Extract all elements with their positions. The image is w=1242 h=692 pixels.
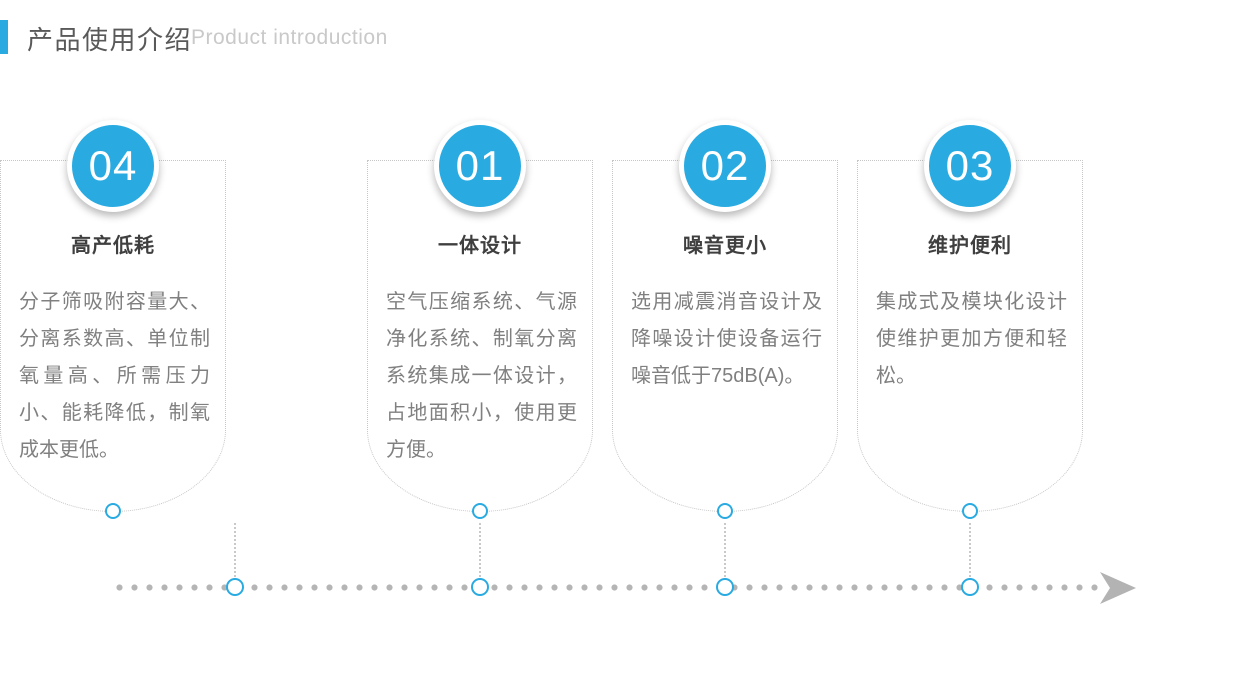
card-anchor-dot: [105, 503, 121, 519]
step-number: 02: [700, 142, 750, 189]
card-body: 分子筛吸附容量大、分离系数高、单位制氧量高、所需压力小、能耗降低，制氧成本更低。: [19, 291, 210, 461]
card-anchor-dot: [717, 503, 733, 519]
connector-line: [724, 523, 726, 577]
card-body: 集成式及模块化设计使维护更加方便和轻松。: [876, 291, 1067, 387]
timeline-node: [716, 578, 734, 596]
timeline-node: [471, 578, 489, 596]
page-subtitle: Product introduction: [191, 26, 388, 49]
page-title: 产品使用介绍: [27, 25, 193, 55]
card-body: 空气压缩系统、气源净化系统、制氧分离系统集成一体设计，占地面积小，使用更方便。: [386, 291, 577, 461]
connector-line: [969, 523, 971, 577]
step-number-badge: 01: [434, 120, 526, 212]
header-accent-bar: [0, 20, 8, 54]
card-body: 选用减震消音设计及降噪设计使设备运行噪音低于75dB(A)。: [631, 291, 822, 387]
timeline-node: [961, 578, 979, 596]
card-title: 一体设计: [438, 235, 522, 257]
step-number: 01: [455, 142, 505, 189]
step-number-badge: 03: [924, 120, 1016, 212]
step-number-badge: 02: [679, 120, 771, 212]
card-title: 高产低耗: [71, 235, 155, 257]
timeline-dotted-line: [112, 584, 1100, 591]
timeline-node: [226, 578, 244, 596]
step-number: 03: [945, 142, 995, 189]
feature-card: 04 高产低耗 分子筛吸附容量大、分离系数高、单位制氧量高、所需压力小、能耗降低…: [0, 120, 226, 519]
feature-card: 01 一体设计 空气压缩系统、气源净化系统、制氧分离系统集成一体设计，占地面积小…: [367, 120, 593, 519]
card-anchor-dot: [472, 503, 488, 519]
connector-line: [479, 523, 481, 577]
connector-line: [234, 523, 236, 577]
card-anchor-dot: [962, 503, 978, 519]
feature-card: 02 噪音更小 选用减震消音设计及降噪设计使设备运行噪音低于75dB(A)。: [612, 120, 838, 519]
card-title: 维护便利: [928, 235, 1012, 257]
arrow-right-icon: [1100, 572, 1136, 604]
card-title: 噪音更小: [683, 235, 767, 257]
feature-card: 03 维护便利 集成式及模块化设计使维护更加方便和轻松。: [857, 120, 1083, 519]
step-number: 04: [88, 142, 138, 189]
step-number-badge: 04: [67, 120, 159, 212]
